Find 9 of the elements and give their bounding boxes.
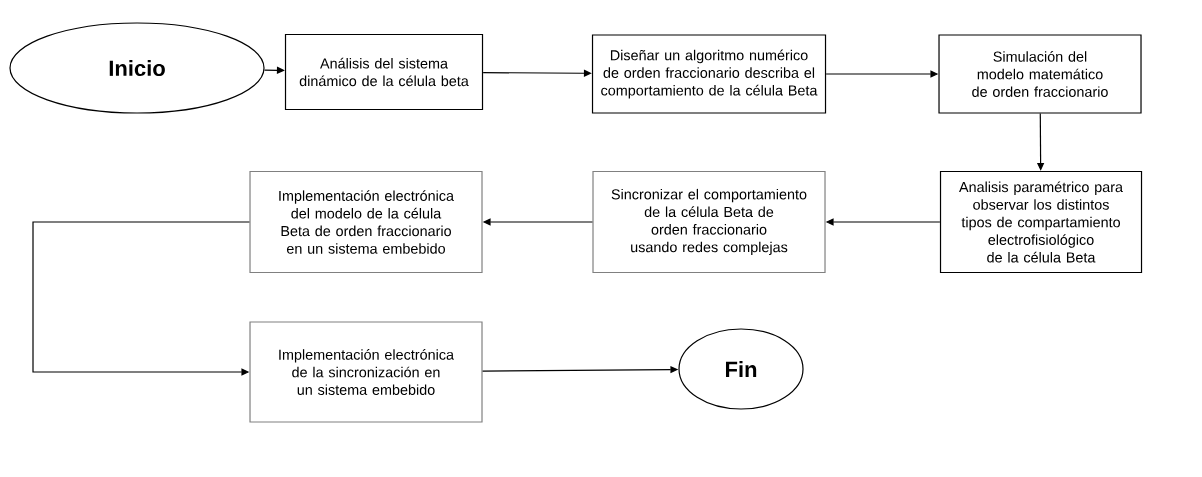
- process-box: Sincronizar el comportamiento de la célula Beta de orden fraccionario usando redes complejas: [592, 170, 826, 274]
- arrow: [32, 221, 250, 376]
- arrow: [263, 66, 285, 74]
- process-box: Implementación electrónica del modelo de la célula Beta de orden fraccionario en un sistema embebido: [249, 170, 483, 274]
- process-box: Simulación del modelo matemático de orden fraccionario: [938, 34, 1142, 114]
- process-box: Análisis del sistema dinámico de la célula beta: [284, 33, 484, 111]
- process-box: Analisis paramétrico para observar los distintos tipos de compartamiento electrofisiológico de la célula Beta: [939, 170, 1143, 274]
- process-box: Diseñar un algoritmo numérico de orden fraccionario describa el comportamiento de la célula Beta: [591, 34, 827, 114]
- process-box: Implementación electrónica de la sincronización en un sistema embebido: [249, 321, 483, 423]
